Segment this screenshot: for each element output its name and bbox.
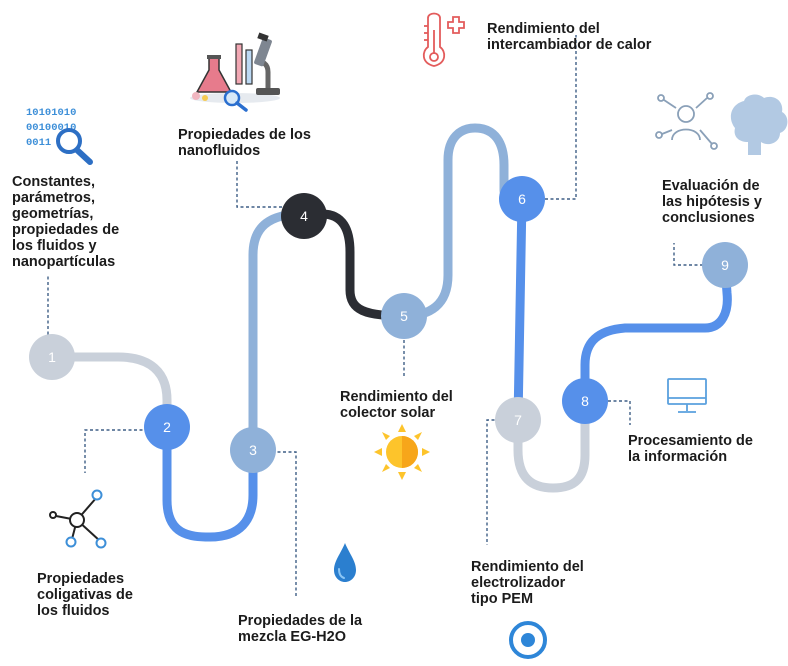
- step-label-8: Procesamiento de la información: [628, 433, 753, 465]
- connector-3: [272, 451, 297, 598]
- binary-line-1: 10101010: [26, 107, 76, 119]
- brain-network-icon: [655, 92, 788, 155]
- water-drop-icon: [334, 543, 356, 582]
- step-node-3[interactable]: 3: [230, 427, 276, 473]
- step-number-5: 5: [400, 308, 408, 324]
- step-node-9[interactable]: 9: [702, 242, 748, 288]
- step-number-3: 3: [249, 442, 257, 458]
- sun-icon: [374, 424, 430, 480]
- track-segment-2-3: [162, 422, 258, 542]
- step-nodes: 1 2 3 4 5 6 7 8: [29, 176, 748, 473]
- binary-magnifier-icon: 10101010 00100010 0011: [26, 107, 93, 165]
- step-label-5: Rendimiento del colector solar: [340, 389, 453, 421]
- step-label-3: Propiedades de la mezcla EG-H2O: [238, 613, 363, 645]
- step-node-8[interactable]: 8: [562, 378, 608, 424]
- thermometer-icon: [422, 12, 465, 67]
- step-number-1: 1: [48, 349, 56, 365]
- step-node-5[interactable]: 5: [381, 293, 427, 339]
- binary-line-3: 0011: [26, 137, 51, 149]
- step-number-2: 2: [163, 419, 171, 435]
- track-segment-8-9: [580, 260, 732, 406]
- step-label-7: Rendimiento del electrolizador tipo PEM: [471, 559, 584, 607]
- step-label-4: Propiedades de los nanofluidos: [178, 127, 311, 159]
- step-label-6: Rendimiento del intercambiador de calor: [487, 21, 652, 53]
- step-node-1[interactable]: 1: [29, 334, 75, 380]
- track-segment-4-5: [297, 209, 409, 321]
- molecule-icon: [49, 489, 107, 549]
- step-number-4: 4: [300, 208, 308, 224]
- track-segment-7-8: [513, 396, 590, 493]
- step-label-2: Propiedades coligativas de los fluidos: [37, 571, 133, 619]
- track-segment-3-4: [248, 209, 307, 455]
- step-node-7[interactable]: 7: [495, 397, 541, 443]
- step-node-4[interactable]: 4: [281, 193, 327, 239]
- step-number-9: 9: [721, 257, 729, 273]
- step-node-6[interactable]: 6: [499, 176, 545, 222]
- target-icon: [509, 621, 547, 659]
- step-number-7: 7: [514, 412, 522, 428]
- connector-7: [486, 419, 500, 545]
- step-number-6: 6: [518, 191, 526, 207]
- track-segment-1-2: [47, 352, 172, 432]
- connector-8: [608, 400, 631, 425]
- step-number-8: 8: [581, 393, 589, 409]
- connector-2: [84, 429, 148, 473]
- track-segment-5-6: [399, 123, 527, 321]
- connector-6: [545, 35, 577, 200]
- connector-4: [236, 160, 282, 208]
- track-segment-6-7: [513, 194, 527, 425]
- step-label-9: Evaluación de las hipótesis y conclusion…: [662, 178, 762, 226]
- step-label-1: Constantes, parámetros, geometrías, prop…: [12, 174, 120, 270]
- monitor-icon: [667, 378, 707, 413]
- step-node-2[interactable]: 2: [144, 404, 190, 450]
- lab-microscope-icon: [190, 32, 280, 112]
